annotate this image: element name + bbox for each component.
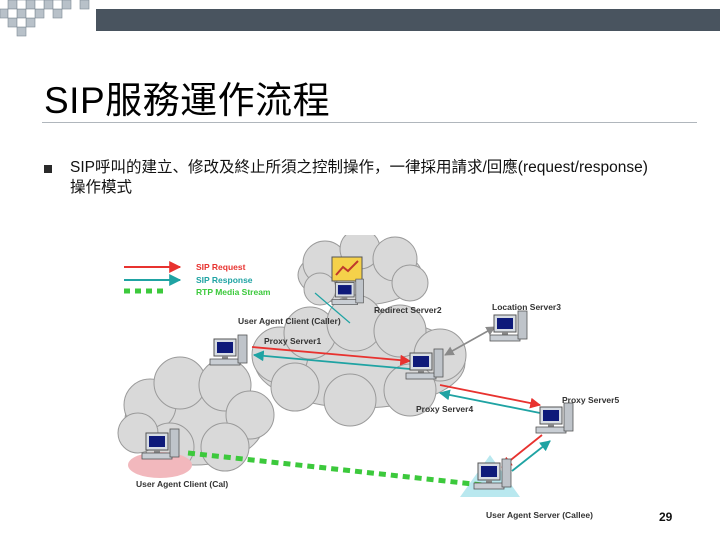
legend-media-label: RTP Media Stream	[196, 287, 271, 297]
top-color-band	[96, 9, 720, 31]
legend: SIP Request SIP Response RTP Media Strea…	[124, 262, 271, 297]
caller-pc-icon	[210, 335, 247, 365]
legend-request-label: SIP Request	[196, 262, 246, 272]
label-uac-caller: User Agent Client (Caller)	[238, 316, 341, 326]
call-pc-icon	[142, 429, 179, 459]
callee-pc-icon	[474, 459, 511, 489]
response-callee-to-proxy5	[512, 441, 550, 471]
location-server-icon	[490, 311, 527, 341]
label-uas-callee: User Agent Server (Callee)	[486, 510, 593, 520]
bullet-line-1: SIP呼叫的建立、修改及終止所須之控制操作，一律採用請求/回應(request/…	[70, 158, 690, 178]
label-proxy1: Proxy Server1	[264, 336, 321, 346]
proxy4-pc-icon	[406, 349, 443, 379]
sip-network-diagram: SIP Request SIP Response RTP Media Strea…	[110, 235, 670, 525]
cloud-left	[118, 357, 274, 471]
label-uac-call: User Agent Client (Cal)	[136, 479, 228, 489]
title-divider	[42, 122, 697, 123]
label-redirect-server: Redirect Server2	[374, 305, 442, 315]
slide-title: SIP服務運作流程	[44, 70, 330, 124]
bullet-line-2: 操作模式	[70, 178, 690, 198]
request-proxy4-to-proxy5	[440, 385, 540, 405]
label-location-server: Location Server3	[492, 302, 561, 312]
label-proxy4: Proxy Server4	[416, 404, 473, 414]
page-number: 29	[659, 510, 672, 524]
bullet-marker	[44, 165, 52, 173]
decorative-checker-squares	[0, 0, 110, 42]
legend-response-label: SIP Response	[196, 275, 253, 285]
bullet-text: SIP呼叫的建立、修改及終止所須之控制操作，一律採用請求/回應(request/…	[70, 158, 690, 198]
label-proxy5: Proxy Server5	[562, 395, 619, 405]
proxy5-pc-icon	[536, 403, 573, 433]
